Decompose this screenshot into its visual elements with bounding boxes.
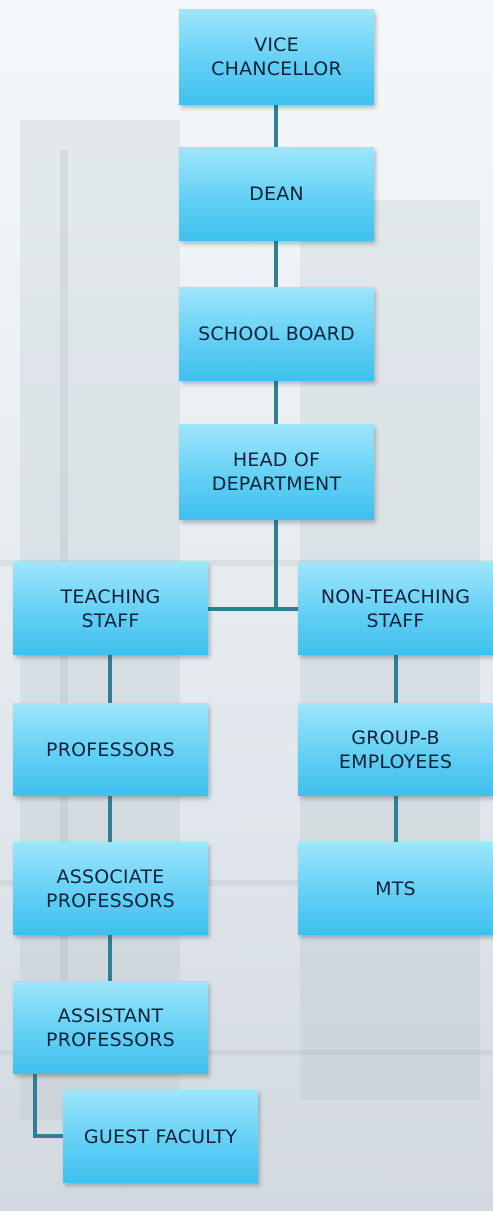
connector-assistant-guest-horizontal	[33, 1134, 63, 1138]
connector-nonteaching-groupb	[394, 655, 398, 703]
connector-professors-associate	[108, 796, 112, 842]
connector-board-hod	[274, 381, 278, 424]
connector-assistant-guest-vertical	[33, 1074, 37, 1138]
node-non-teaching-staff: NON-TEACHING STAFF	[298, 562, 493, 655]
node-professors: PROFESSORS	[13, 703, 208, 796]
node-dean: DEAN	[179, 147, 374, 241]
node-vice-chancellor: VICE CHANCELLOR	[179, 9, 374, 105]
node-group-b-employees: GROUP-B EMPLOYEES	[298, 703, 493, 796]
node-teaching-staff: TEACHING STAFF	[13, 562, 208, 655]
node-head-of-department: HEAD OF DEPARTMENT	[179, 424, 374, 520]
connector-associate-assistant	[108, 935, 112, 981]
connector-dean-board	[274, 241, 278, 287]
node-guest-faculty: GUEST FACULTY	[63, 1090, 258, 1183]
connector-hod-split	[274, 520, 278, 610]
connector-groupb-mts	[394, 796, 398, 842]
connector-split-horizontal	[208, 607, 298, 611]
connector-teaching-professors	[108, 655, 112, 703]
node-school-board: SCHOOL BOARD	[179, 287, 374, 381]
node-associate-professors: ASSOCIATE PROFESSORS	[13, 842, 208, 935]
connector-vc-dean	[274, 105, 278, 147]
node-mts: MTS	[298, 842, 493, 935]
node-assistant-professors: ASSISTANT PROFESSORS	[13, 981, 208, 1074]
